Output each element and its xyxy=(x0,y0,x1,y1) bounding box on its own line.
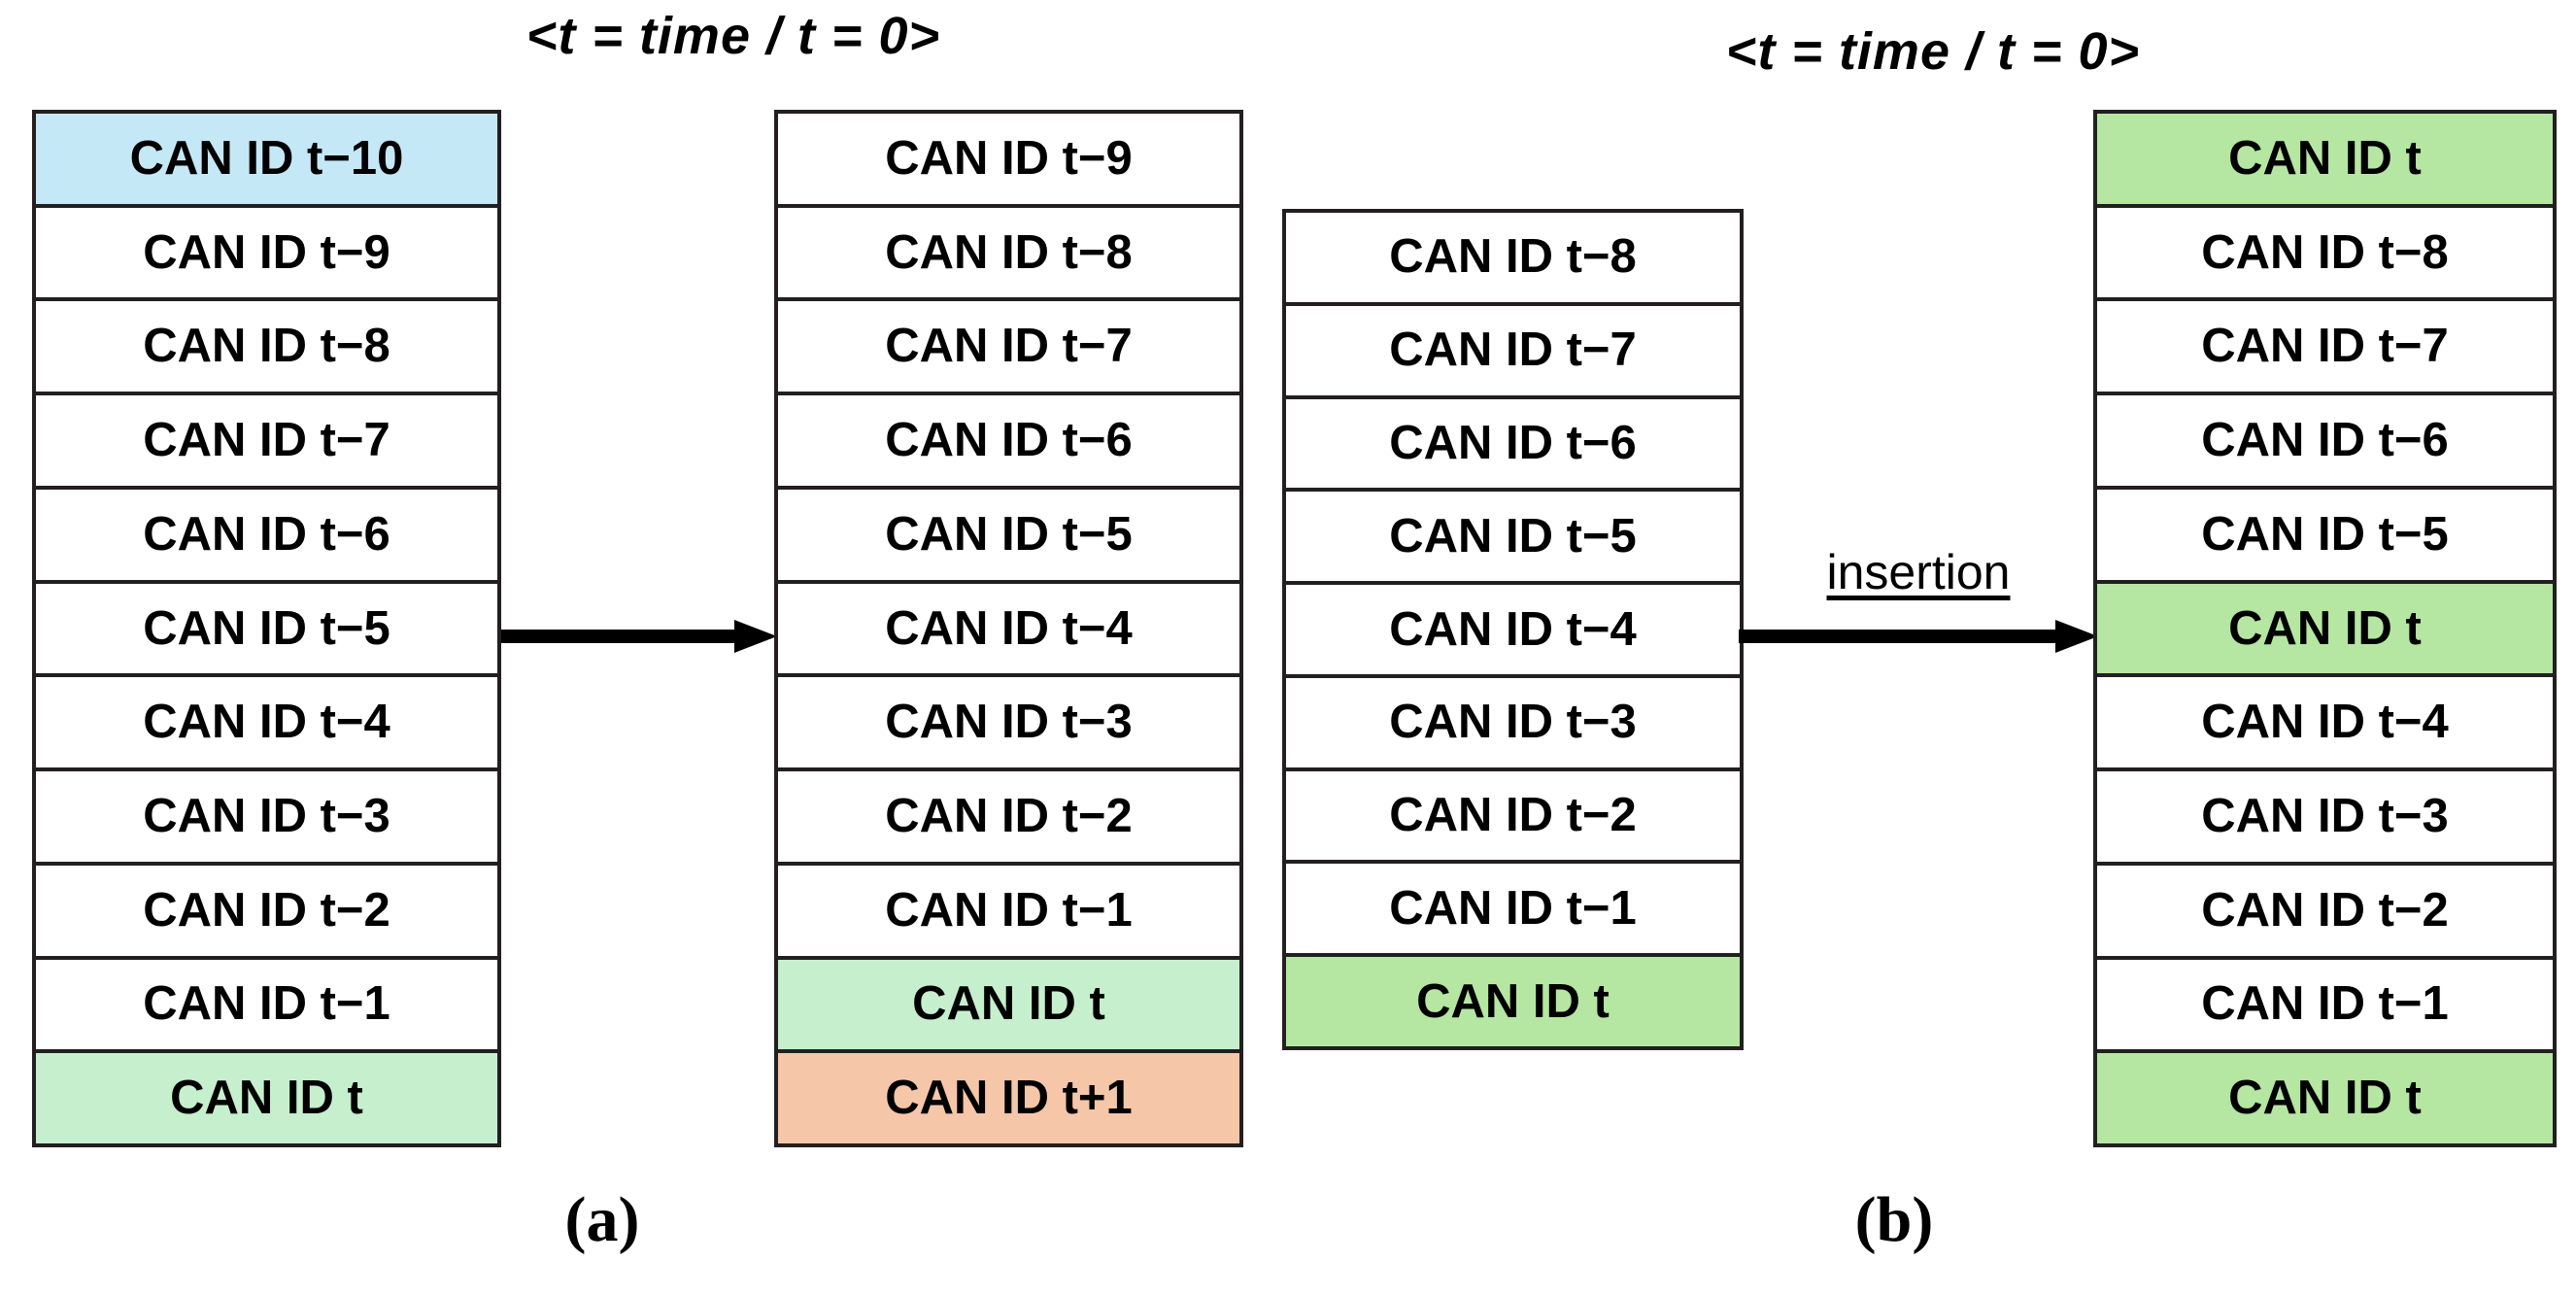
can-id-cell: CAN ID t−4 xyxy=(1286,585,1740,678)
can-id-cell: CAN ID t−4 xyxy=(778,583,1239,678)
panel-a-caption: (a) xyxy=(564,1184,640,1255)
can-id-cell: CAN ID t−5 xyxy=(778,489,1239,584)
can-id-cell: CAN ID t−2 xyxy=(778,771,1239,866)
can-id-cell: CAN ID t−10 xyxy=(36,114,497,208)
shift-arrow-icon xyxy=(501,620,777,653)
can-id-cell: CAN ID t−8 xyxy=(1286,213,1740,306)
can-id-cell: CAN ID t xyxy=(778,959,1239,1054)
can-id-cell: CAN ID t−6 xyxy=(2097,395,2553,490)
can-id-cell: CAN ID t−5 xyxy=(2097,489,2553,584)
can-id-cell: CAN ID t−3 xyxy=(36,771,497,866)
can-id-cell: CAN ID t−3 xyxy=(2097,771,2553,866)
insertion-arrow-icon xyxy=(1739,620,2098,653)
can-id-cell: CAN ID t xyxy=(2097,114,2553,208)
can-id-cell: CAN ID t−6 xyxy=(778,395,1239,490)
can-id-cell: CAN ID t−7 xyxy=(2097,301,2553,396)
can-id-cell: CAN ID t xyxy=(36,1053,497,1144)
can-id-cell: CAN ID t−1 xyxy=(1286,864,1740,958)
can-id-cell: CAN ID t−8 xyxy=(36,301,497,396)
can-id-cell: CAN ID t−1 xyxy=(778,865,1239,960)
can-id-cell: CAN ID t xyxy=(1286,957,1740,1047)
can-id-cell: CAN ID t xyxy=(2097,1053,2553,1144)
insertion-label: insertion xyxy=(1826,545,2011,599)
can-id-cell: CAN ID t−3 xyxy=(1286,677,1740,771)
can-id-cell: CAN ID t−1 xyxy=(2097,959,2553,1054)
can-id-cell: CAN ID t−5 xyxy=(1286,492,1740,586)
can-id-cell: CAN ID t−2 xyxy=(1286,770,1740,865)
can-id-cell: CAN ID t−8 xyxy=(2097,207,2553,302)
can-id-cell: CAN ID t−7 xyxy=(1286,305,1740,399)
can-id-cell: CAN ID t−6 xyxy=(36,489,497,584)
can-id-cell: CAN ID t−3 xyxy=(778,677,1239,772)
panel-b-title: <t = time / t = 0> xyxy=(1725,22,2141,81)
can-id-cell: CAN ID t−1 xyxy=(36,959,497,1054)
can-id-cell: CAN ID t xyxy=(2097,583,2553,678)
can-id-cell: CAN ID t−7 xyxy=(36,395,497,490)
can-id-cell: CAN ID t−2 xyxy=(36,865,497,960)
can-id-cell: CAN ID t−4 xyxy=(36,677,497,772)
can-id-cell: CAN ID t−9 xyxy=(36,207,497,302)
can-id-cell: CAN ID t−6 xyxy=(1286,398,1740,493)
can-id-cell: CAN ID t−8 xyxy=(778,207,1239,302)
can-id-cell: CAN ID t−4 xyxy=(2097,677,2553,772)
panel-b-caption: (b) xyxy=(1854,1184,1934,1255)
panel-a-title: <t = time / t = 0> xyxy=(525,7,941,65)
can-id-cell: CAN ID t−2 xyxy=(2097,865,2553,960)
can-id-cell: CAN ID t−7 xyxy=(778,301,1239,396)
can-id-cell: CAN ID t−9 xyxy=(778,114,1239,208)
can-id-cell: CAN ID t−5 xyxy=(36,583,497,678)
can-id-cell: CAN ID t+1 xyxy=(778,1053,1239,1144)
